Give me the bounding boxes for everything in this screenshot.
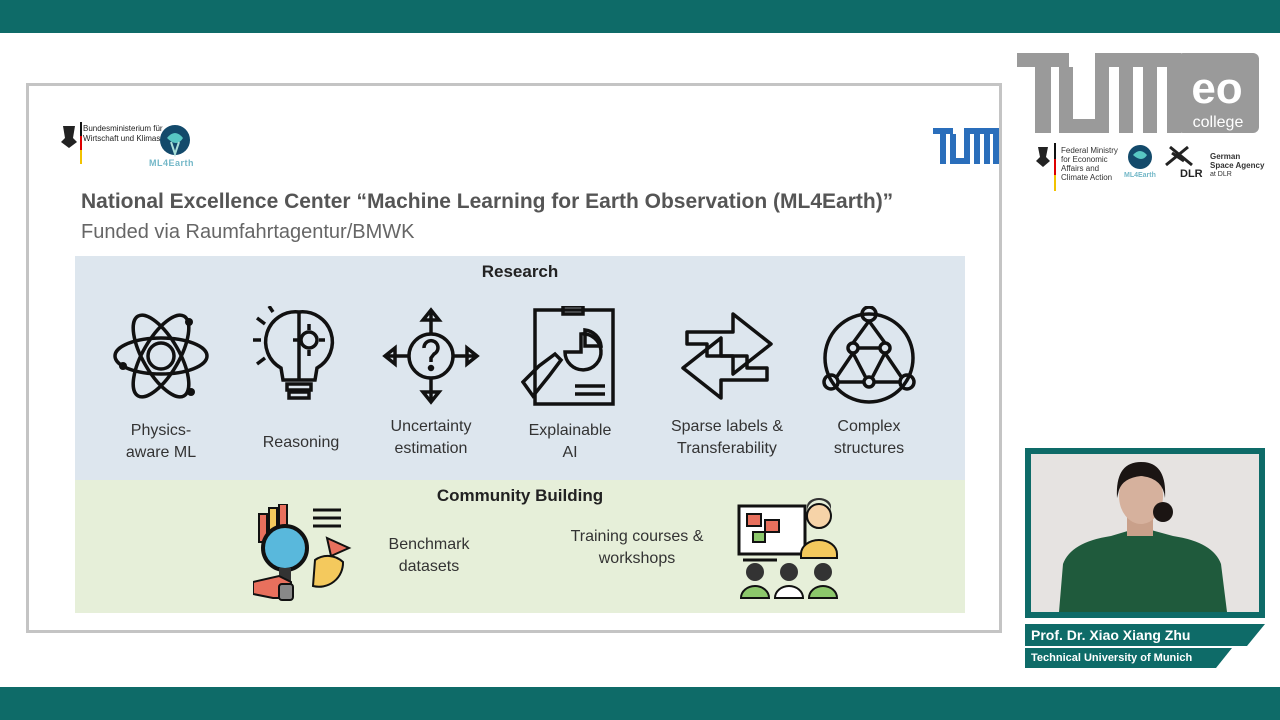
- research-item-label: Sparse labels & Transferability: [670, 418, 784, 457]
- community-item-label: Training courses & workshops: [570, 528, 704, 567]
- lightbulb-gear-icon: [253, 306, 335, 400]
- magnifier-data-icon: [253, 504, 352, 601]
- presentation-audience-icon: [737, 498, 839, 599]
- tum-eo-college-logo-icon: eo college: [1017, 53, 1259, 133]
- research-item-label: Physics- aware ML: [125, 422, 197, 461]
- at-dlr-text: at DLR: [1210, 171, 1232, 178]
- bmwk-text: Bundesministerium für Wirtschaft und Kli…: [83, 124, 180, 143]
- dlr-text: DLR: [1180, 168, 1203, 180]
- ml4earth-globe-icon: [160, 125, 190, 158]
- ml4earth-small-text: ML4Earth: [1124, 172, 1156, 179]
- question-arrows-icon: [382, 307, 480, 405]
- community-heading: Community Building: [436, 486, 604, 505]
- research-item-label: Uncertainty estimation: [390, 418, 472, 457]
- chart-hand-icon: [521, 306, 615, 406]
- slide-title: National Excellence Center “Machine Lear…: [81, 190, 894, 213]
- ml4earth-logo-text: ML4Earth: [149, 158, 195, 168]
- speaker-video: [1025, 448, 1265, 618]
- tum-eo-text: eo: [1191, 64, 1242, 113]
- research-item-label: Reasoning: [262, 434, 340, 451]
- speaker-affiliation-bar: Technical University of Munich: [1025, 648, 1232, 668]
- research-item-label: Explainable AI: [528, 422, 612, 461]
- research-section: Research Physics- aware ML: [75, 256, 965, 480]
- research-heading: Research: [481, 262, 559, 281]
- speaker-name-bar: Prof. Dr. Xiao Xiang Zhu: [1025, 624, 1265, 646]
- partner-logos: [1036, 143, 1193, 191]
- tum-logo-icon: [933, 128, 999, 164]
- space-agency-text: German Space Agency: [1210, 152, 1265, 170]
- slide-subtitle: Funded via Raumfahrtagentur/BMWK: [81, 221, 415, 243]
- bottom-band: [0, 687, 1280, 720]
- community-section: Community Building Benchmark datasets Tr…: [75, 480, 965, 613]
- speaker-name: Prof. Dr. Xiao Xiang Zhu: [1031, 627, 1191, 643]
- community-item-label: Benchmark datasets: [388, 536, 470, 575]
- ministry-text: Federal Ministry for Economic Affairs an…: [1061, 146, 1118, 182]
- college-text: college: [1193, 114, 1244, 131]
- bmwk-logo-icon: [61, 122, 82, 164]
- speaker-affiliation: Technical University of Munich: [1031, 652, 1193, 664]
- network-circle-icon: [822, 306, 916, 404]
- exchange-arrows-icon: [681, 312, 773, 400]
- slide: Bundesministerium für Wirtschaft und Kli…: [26, 83, 1002, 633]
- top-band: [0, 0, 1280, 33]
- speaker-video-frame: [1031, 454, 1259, 612]
- atom-icon: [113, 313, 209, 399]
- speaker-figure-icon: [1031, 454, 1259, 612]
- research-item-label: Complex structures: [833, 418, 905, 457]
